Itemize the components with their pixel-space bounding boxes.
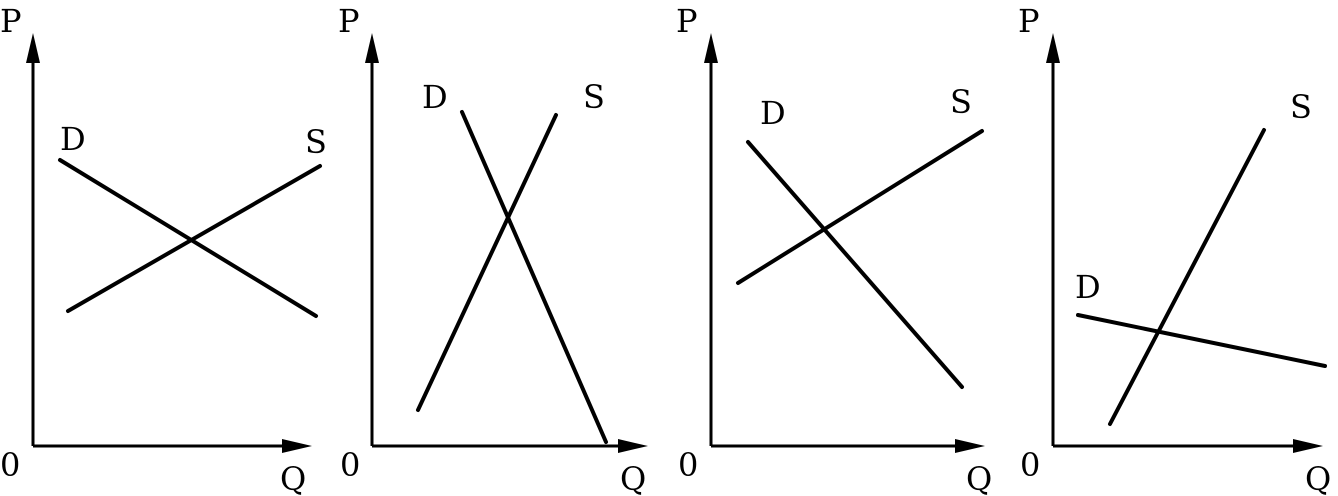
p-axis-label: P — [676, 2, 698, 40]
q-axis-label: Q — [280, 460, 306, 496]
panel-2: P Q 0 D S — [338, 2, 648, 496]
q-axis-arrow — [1293, 439, 1323, 453]
supply-curve — [66, 164, 322, 313]
panel-3: P Q 0 D S — [676, 2, 992, 496]
p-axis-arrow — [365, 33, 379, 63]
q-axis-label: Q — [620, 460, 646, 496]
demand-label: D — [422, 78, 448, 116]
demand-label: D — [760, 94, 786, 132]
supply-label: S — [583, 78, 605, 116]
supply-curve — [1108, 128, 1266, 426]
demand-curve — [1076, 313, 1327, 368]
demand-curve — [58, 158, 318, 318]
p-axis-arrow — [704, 33, 718, 63]
q-axis-arrow — [282, 439, 312, 453]
p-axis-label: P — [0, 2, 22, 40]
p-axis-label: P — [338, 2, 360, 40]
q-axis-arrow — [618, 439, 648, 453]
origin-label: 0 — [0, 446, 20, 484]
supply-label: S — [950, 83, 972, 121]
supply-curve — [416, 113, 558, 412]
origin-label: 0 — [340, 446, 360, 484]
demand-curve — [460, 110, 608, 444]
q-axis-arrow — [955, 439, 985, 453]
demand-curve — [746, 140, 964, 389]
q-axis-label: Q — [1305, 460, 1331, 496]
supply-curve — [736, 129, 984, 285]
supply-label: S — [305, 123, 327, 161]
p-axis-arrow — [1046, 33, 1060, 63]
demand-label: D — [1075, 268, 1101, 306]
q-axis-label: Q — [966, 460, 992, 496]
p-axis-label: P — [1018, 2, 1040, 40]
origin-label: 0 — [1020, 446, 1040, 484]
panel-1: P Q 0 D S — [0, 2, 327, 496]
demand-label: D — [60, 120, 86, 158]
origin-label: 0 — [678, 446, 698, 484]
p-axis-arrow — [26, 33, 40, 63]
panel-4: P Q 0 D S — [1018, 2, 1331, 496]
supply-label: S — [1290, 88, 1312, 126]
